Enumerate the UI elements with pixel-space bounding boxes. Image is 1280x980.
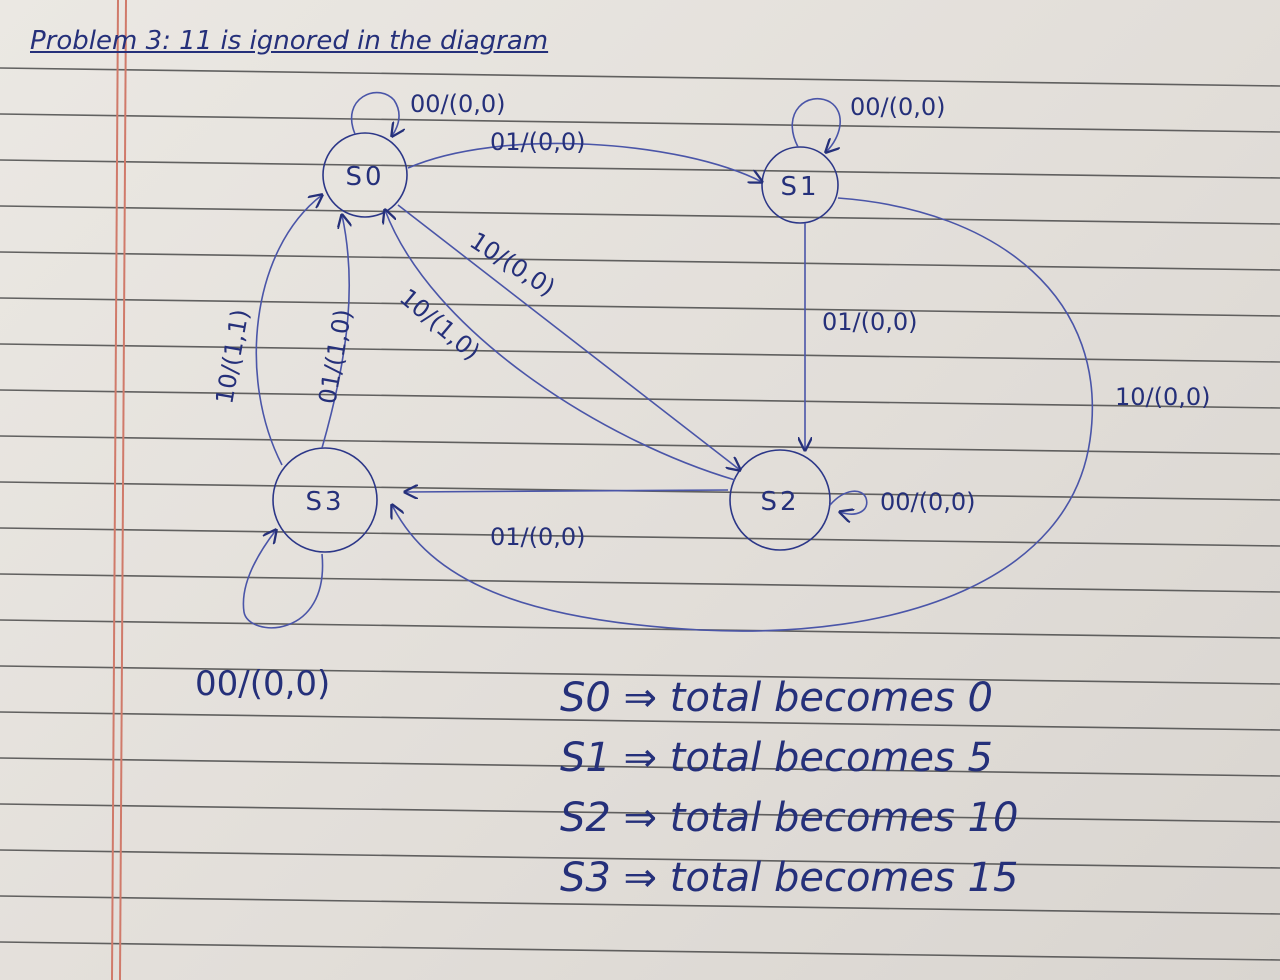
edge-label-s3-self: 00/(0,0)	[195, 664, 330, 704]
edge-label-s2-s3: 01/(0,0)	[490, 523, 586, 551]
rule-line	[0, 803, 1280, 823]
edge-label-s3-s0-inner: 01/(1,0)	[313, 307, 357, 406]
edge-s3-s0-outer	[255, 195, 322, 466]
edge-label-s0-s1: 01/(0,0)	[490, 128, 586, 156]
edge-label-s3-s0-outer: 10/(1,1)	[210, 307, 254, 406]
rule-line	[0, 573, 1280, 593]
edge-label-s1-s2: 01/(0,0)	[822, 308, 918, 336]
state-node-s1: S1	[761, 146, 839, 224]
note-line-s2: S2 ⇒ total becomes 10	[560, 795, 1019, 841]
edge-label-s0-s2: 10/(0,0)	[465, 227, 560, 303]
edge-label-s2-self: 00/(0,0)	[880, 488, 976, 516]
state-label: S1	[780, 172, 819, 202]
rule-line	[0, 435, 1280, 455]
rule-line	[0, 205, 1280, 225]
state-notes: S0 ⇒ total becomes 0 S1 ⇒ total becomes …	[560, 668, 1160, 908]
edge-s2-s3	[405, 490, 729, 492]
edge-s1-s3	[392, 197, 1094, 632]
rule-line	[0, 159, 1280, 179]
rule-line	[0, 389, 1280, 409]
state-node-s3: S3	[272, 447, 378, 553]
edge-s0-s1	[407, 142, 762, 182]
edge-label-s2-s0: 10/(1,0)	[394, 283, 485, 366]
margin-line	[111, 0, 119, 980]
problem-heading: Problem 3: 11 is ignored in the diagram	[30, 26, 549, 56]
state-node-s2: S2	[729, 449, 831, 551]
note-line-s3: S3 ⇒ total becomes 15	[560, 855, 1019, 901]
rule-line	[0, 849, 1280, 869]
rule-line	[0, 527, 1280, 547]
rule-line	[0, 343, 1280, 363]
rule-line	[0, 711, 1280, 731]
edge-s3-self	[242, 530, 324, 629]
edge-s2-s0	[385, 210, 736, 481]
rule-line	[0, 113, 1280, 133]
edge-label-s1-s3: 10/(0,0)	[1115, 383, 1211, 411]
edge-label-s0-self: 00/(0,0)	[410, 90, 506, 118]
state-label: S0	[345, 162, 384, 192]
rule-line	[0, 619, 1280, 639]
state-label: S3	[305, 487, 344, 517]
margin-line	[119, 0, 127, 980]
rule-line	[0, 895, 1280, 915]
rule-line	[0, 67, 1280, 87]
edge-s0-self	[350, 91, 400, 136]
rule-line	[0, 251, 1280, 271]
edge-s2-self	[829, 490, 868, 514]
edge-s3-s0-inner	[321, 215, 349, 449]
note-line-s0: S0 ⇒ total becomes 0	[560, 675, 994, 721]
rule-line	[0, 757, 1280, 777]
edge-s0-s2	[397, 204, 740, 470]
state-node-s0: S0	[322, 132, 408, 218]
note-line-s1: S1 ⇒ total becomes 5	[560, 735, 994, 781]
edge-s1-self	[791, 97, 841, 152]
edge-label-s1-self: 00/(0,0)	[850, 93, 946, 121]
rule-line	[0, 665, 1280, 685]
rule-line	[0, 941, 1280, 961]
state-label: S2	[760, 487, 799, 517]
